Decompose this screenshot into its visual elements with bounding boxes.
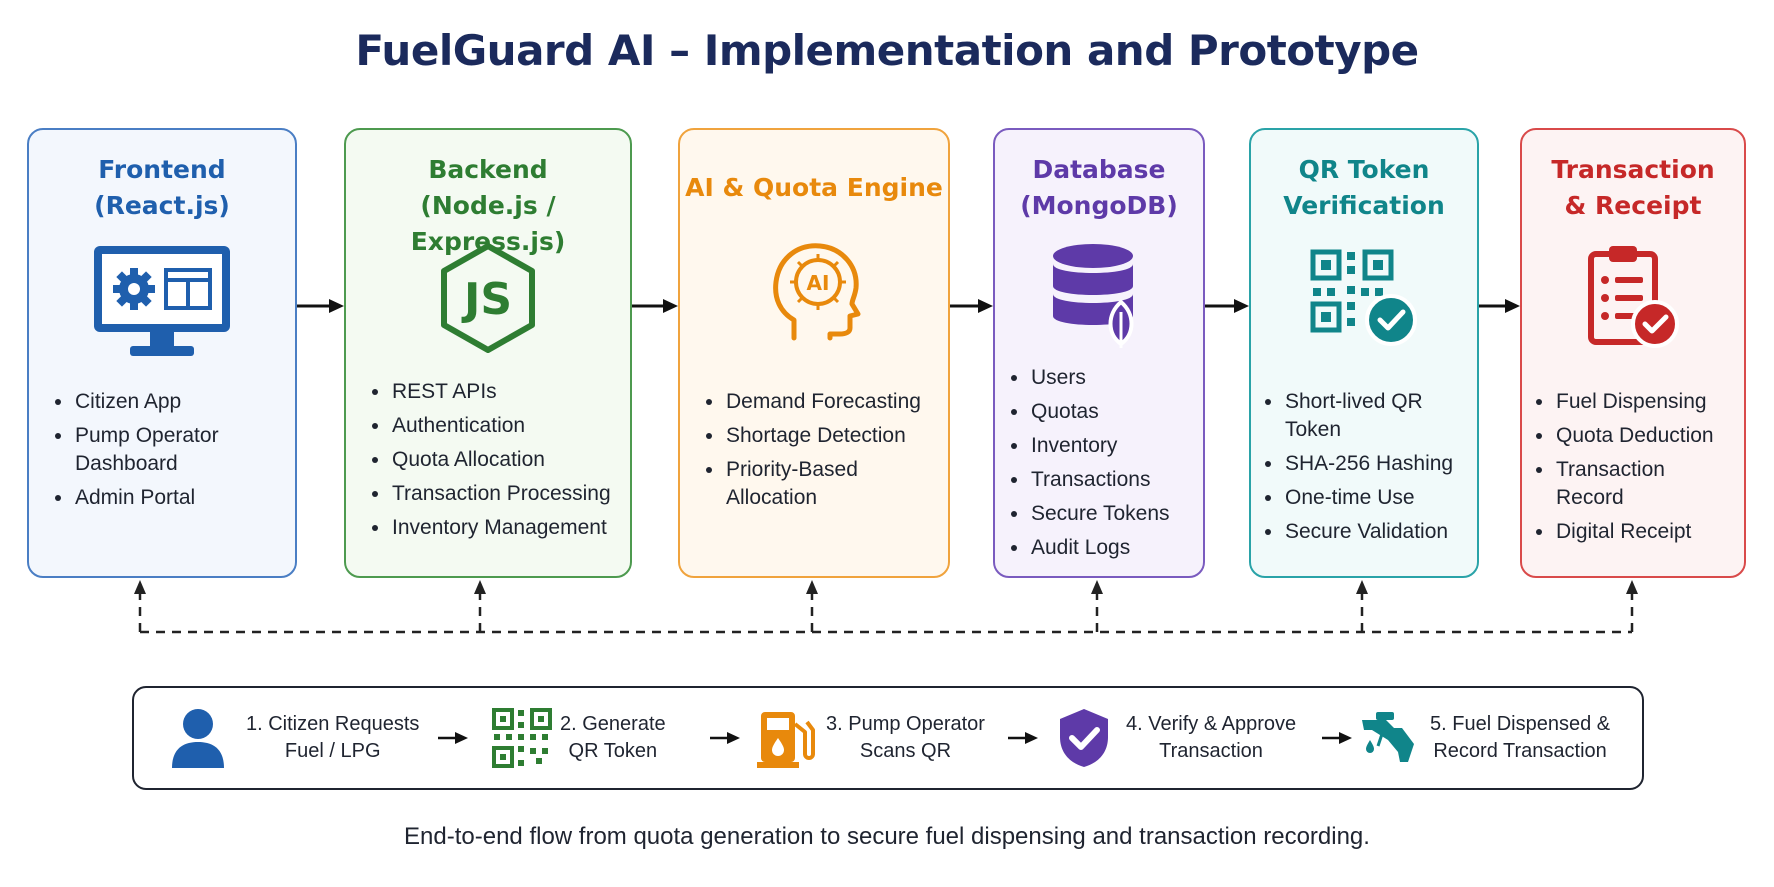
qr-title-line-2: Verification [1283, 191, 1445, 220]
list-item: SHA-256 Hashing [1263, 450, 1467, 478]
list-item: Fuel Dispensing [1534, 388, 1734, 416]
flow-step-5: 5. Fuel Dispensed & Record Transaction [1358, 688, 1610, 788]
flow-step-2-line-2: QR Token [568, 740, 658, 762]
list-item: Quota Deduction [1534, 422, 1734, 450]
arrow-right-icon [438, 732, 468, 744]
frontend-card: Frontend (React.js) [27, 128, 297, 578]
flow-step-1: 1. Citizen Requests Fuel / LPG [166, 688, 419, 788]
fuel-pump-icon [754, 706, 818, 770]
list-item: Transaction Processing [370, 480, 620, 508]
nodejs-hexagon-icon: JS [346, 242, 630, 354]
qr-verification-card-title: QR Token Verification [1251, 152, 1477, 224]
flow-step-4-line-1: 4. Verify & Approve [1126, 713, 1297, 735]
ai-engine-card: AI & Quota Engine AI Demand Forecasting … [678, 128, 950, 578]
qr-title-line-1: QR Token [1298, 155, 1430, 184]
qr-verification-list: Short-lived QR Token SHA-256 Hashing One… [1263, 388, 1467, 552]
shield-check-icon [1052, 706, 1116, 770]
arrow-right-icon [710, 732, 740, 744]
list-item: Quotas [1009, 398, 1193, 426]
flow-step-3-line-1: 3. Pump Operator [826, 713, 985, 735]
database-title-line-2: (MongoDB) [1020, 191, 1178, 220]
transaction-receipt-list: Fuel Dispensing Quota Deduction Transact… [1534, 388, 1734, 552]
list-item: Shortage Detection [704, 422, 938, 450]
arrow-right-icon [1008, 732, 1038, 744]
flow-step-5-line-1: 5. Fuel Dispensed & [1430, 713, 1611, 735]
qr-verification-card: QR Token Verification Short-lived QR Tok… [1249, 128, 1479, 578]
list-item: Users [1009, 364, 1193, 392]
transaction-receipt-card-title: Transaction & Receipt [1522, 152, 1744, 224]
flow-step-2: 2. Generate QR Token [490, 688, 666, 788]
flow-step-1-line-2: Fuel / LPG [284, 740, 381, 762]
backend-title-line-1: Backend [428, 155, 548, 184]
clipboard-check-icon [1522, 240, 1744, 352]
backend-list: REST APIs Authentication Quota Allocatio… [370, 378, 620, 548]
database-list: Users Quotas Inventory Transactions Secu… [1009, 364, 1193, 568]
flow-step-1-line-1: 1. Citizen Requests [246, 713, 420, 735]
arrow-right-icon [632, 299, 678, 313]
database-leaf-icon [995, 242, 1203, 350]
list-item: Priority-Based Allocation [704, 456, 938, 512]
caption: End-to-end flow from quota generation to… [404, 823, 1370, 850]
list-item: Secure Tokens [1009, 500, 1193, 528]
backend-card: Backend (Node.js / Express.js) JS REST A… [344, 128, 632, 578]
list-item: Pump Operator Dashboard [53, 422, 285, 478]
frontend-list: Citizen App Pump Operator Dashboard Admi… [53, 388, 285, 518]
ai-engine-card-title: AI & Quota Engine [680, 170, 948, 206]
list-item: Transaction Record [1534, 456, 1734, 512]
flow-step-2-text: 2. Generate QR Token [560, 711, 666, 765]
backend-card-title: Backend (Node.js / Express.js) [346, 152, 630, 260]
list-item: Citizen App [53, 388, 285, 416]
frontend-title-line-1: Frontend [98, 155, 226, 184]
flow-step-4: 4. Verify & Approve Transaction [1052, 688, 1296, 788]
fuel-nozzle-icon [1358, 706, 1422, 770]
svg-text:AI: AI [807, 271, 830, 295]
backend-title-line-2: (Node.js / Express.js) [410, 191, 566, 256]
list-item: Secure Validation [1263, 518, 1467, 546]
flow-step-5-line-2: Record Transaction [1433, 740, 1607, 762]
list-item: Inventory [1009, 432, 1193, 460]
page-title: FuelGuard AI – Implementation and Protot… [355, 26, 1419, 75]
flow-step-5-text: 5. Fuel Dispensed & Record Transaction [1430, 711, 1610, 765]
list-item: One-time Use [1263, 484, 1467, 512]
flow-step-2-line-1: 2. Generate [560, 713, 666, 735]
frontend-card-title: Frontend (React.js) [29, 152, 295, 224]
list-item: Digital Receipt [1534, 518, 1734, 546]
qr-code-icon [490, 706, 554, 770]
list-item: Transactions [1009, 466, 1193, 494]
list-item: Quota Allocation [370, 446, 620, 474]
arrow-right-icon [1479, 299, 1520, 313]
transaction-title-line-2: & Receipt [1564, 191, 1702, 220]
ai-head-icon: AI [680, 238, 948, 344]
list-item: Short-lived QR Token [1263, 388, 1467, 444]
list-item: REST APIs [370, 378, 620, 406]
svg-text:JS: JS [461, 274, 512, 325]
database-title-line-1: Database [1032, 155, 1166, 184]
process-flow-box: 1. Citizen Requests Fuel / LPG 2. [132, 686, 1644, 790]
list-item: Inventory Management [370, 514, 620, 542]
arrow-right-icon [950, 299, 993, 313]
flow-step-1-text: 1. Citizen Requests Fuel / LPG [246, 711, 419, 765]
transaction-title-line-1: Transaction [1551, 155, 1715, 184]
arrow-right-icon [297, 299, 344, 313]
database-card: Database (MongoDB) Users Quotas Inventor… [993, 128, 1205, 578]
frontend-title-line-2: (React.js) [94, 191, 230, 220]
list-item: Authentication [370, 412, 620, 440]
ai-engine-title-line-1: AI & Quota Engine [685, 173, 943, 202]
list-item: Demand Forecasting [704, 388, 938, 416]
monitor-gear-icon [29, 242, 295, 364]
flow-step-3-line-2: Scans QR [859, 740, 952, 762]
flow-step-3-text: 3. Pump Operator Scans QR [826, 711, 985, 765]
user-icon [166, 706, 230, 770]
database-card-title: Database (MongoDB) [995, 152, 1203, 224]
qr-check-icon [1251, 248, 1477, 348]
list-item: Audit Logs [1009, 534, 1193, 562]
flow-step-4-text: 4. Verify & Approve Transaction [1126, 711, 1296, 765]
transaction-receipt-card: Transaction & Receipt Fuel Dispensing Qu… [1520, 128, 1746, 578]
arrow-right-icon [1205, 299, 1249, 313]
flow-step-3: 3. Pump Operator Scans QR [754, 688, 985, 788]
list-item: Admin Portal [53, 484, 285, 512]
flow-step-4-line-2: Transaction [1159, 740, 1263, 762]
arrow-right-icon [1322, 732, 1352, 744]
ai-engine-list: Demand Forecasting Shortage Detection Pr… [704, 388, 938, 518]
